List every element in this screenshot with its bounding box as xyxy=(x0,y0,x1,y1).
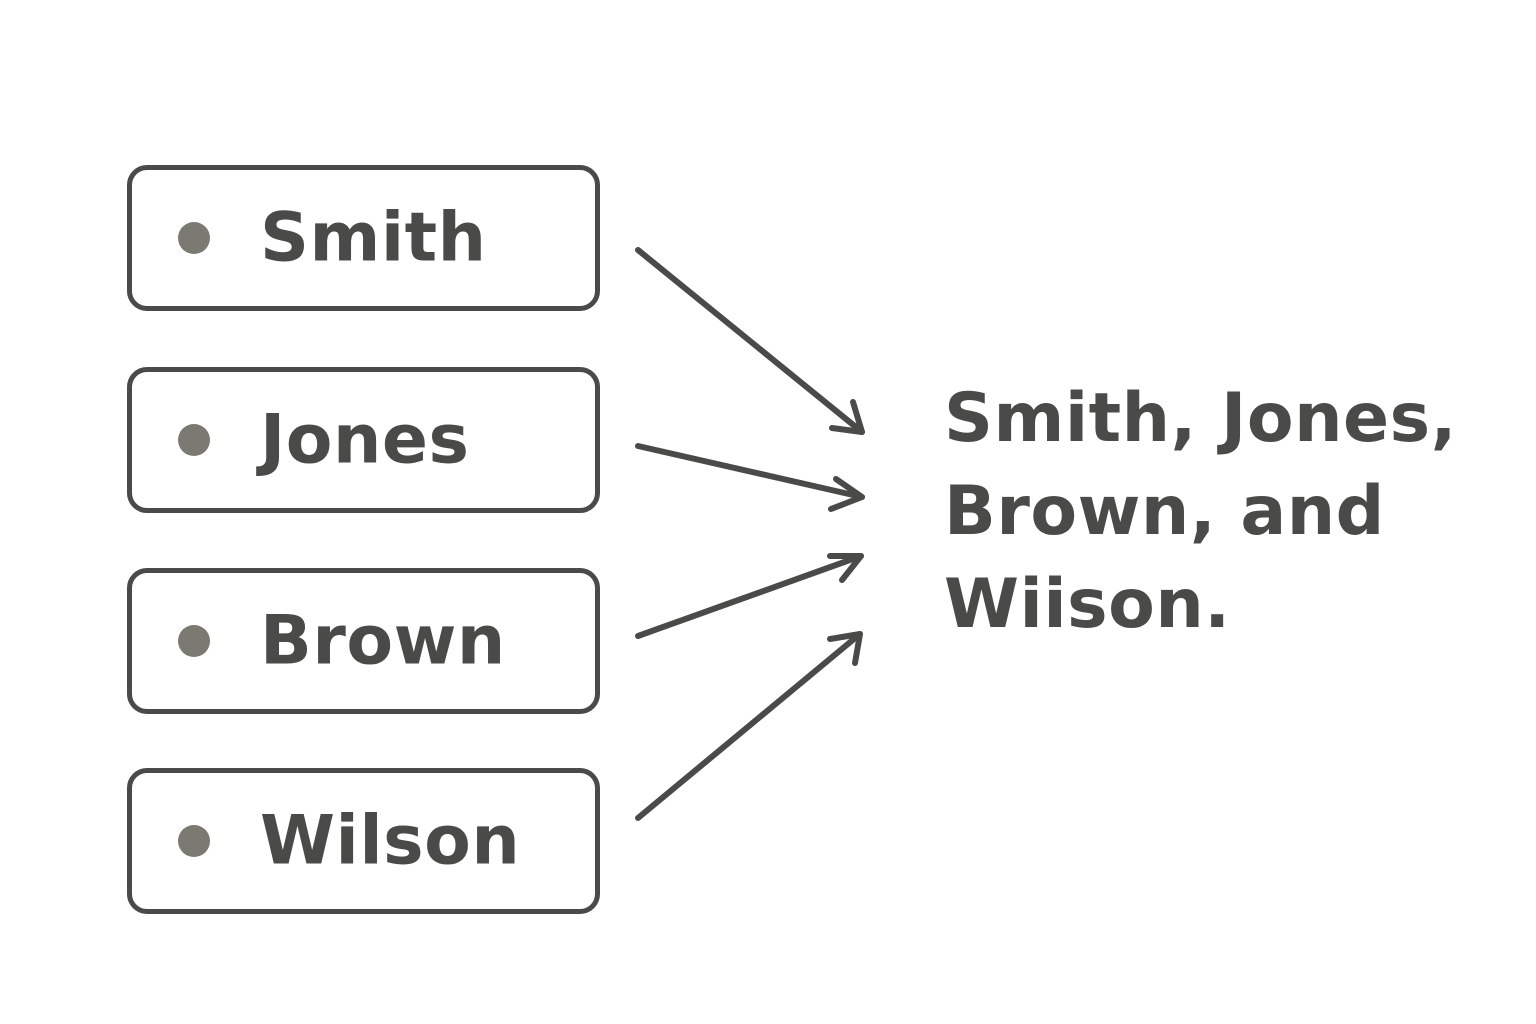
summary-line: Smith, Jones, xyxy=(944,379,1457,458)
bullet-dot xyxy=(178,825,210,857)
name-label: Jones xyxy=(260,400,470,480)
bullet-dot xyxy=(178,625,210,657)
arrow-wilson xyxy=(635,631,863,821)
summary-line: Wiison. xyxy=(944,565,1231,644)
arrow-smith xyxy=(635,247,865,435)
arrow-jones xyxy=(635,443,865,512)
bullet-dot xyxy=(178,222,210,254)
name-label: Brown xyxy=(260,601,506,681)
name-box-smith: Smith xyxy=(127,165,600,311)
arrow-brown xyxy=(635,553,864,639)
name-label: Smith xyxy=(260,198,487,278)
name-box-jones: Jones xyxy=(127,367,600,513)
summary-text: Smith, Jones, Brown, and Wiison. xyxy=(944,372,1464,651)
name-label: Wilson xyxy=(260,801,521,881)
name-box-brown: Brown xyxy=(127,568,600,714)
name-box-wilson: Wilson xyxy=(127,768,600,914)
summary-line: Brown, and xyxy=(944,472,1385,551)
bullet-dot xyxy=(178,424,210,456)
